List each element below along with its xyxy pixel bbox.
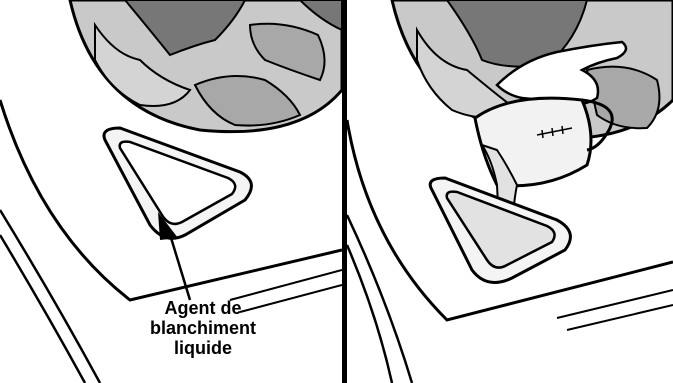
- washer-front-edge: [0, 210, 100, 383]
- washer-front-edge-2: [0, 235, 85, 383]
- washer-panel-line: [557, 290, 673, 318]
- callout-line-3: liquide: [118, 338, 288, 358]
- callout-label: Agent de blanchiment liquide: [118, 298, 288, 358]
- panel-pouring-bleach: [347, 0, 673, 383]
- callout-line-2: blanchiment: [118, 318, 288, 338]
- washer-panel-line-2: [567, 305, 673, 330]
- panel-dispenser-location: Agent de blanchiment liquide: [0, 0, 342, 383]
- right-panel-drawing: [347, 0, 673, 383]
- washer-panel-line: [230, 270, 342, 300]
- callout-line-1: Agent de: [118, 298, 288, 318]
- washer-front-edge: [347, 215, 412, 383]
